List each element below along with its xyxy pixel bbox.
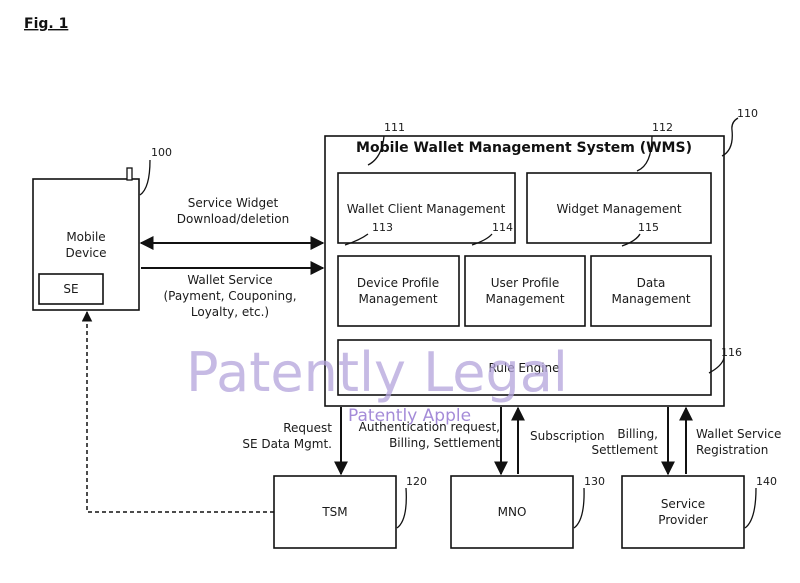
sp-billing-label-line2: Settlement <box>591 443 658 457</box>
device-profile-ref: 113 <box>372 221 393 234</box>
wallet-client-management-box: Wallet Client Management 111 <box>337 121 516 244</box>
mno-ref-leader <box>573 487 585 529</box>
data-management-ref: 115 <box>638 221 659 234</box>
se-label: SE <box>63 282 78 296</box>
device-profile-ref-leader <box>344 233 369 246</box>
user-profile-ref: 114 <box>492 221 513 234</box>
watermark-sub: Patently Apple <box>348 406 471 426</box>
service-provider-ref: 140 <box>756 475 777 488</box>
rule-engine-ref: 116 <box>721 346 742 359</box>
wallet-service-label-line3: Loyalty, etc.) <box>191 305 269 319</box>
tsm-ref-leader <box>396 487 407 529</box>
rule-engine-box: Rule Engine 116 <box>337 339 742 396</box>
mno-subscription-label: Subscription <box>530 429 605 443</box>
mno-box: MNO 130 <box>450 475 605 549</box>
device-profile-management-label-line2: Management <box>358 292 437 306</box>
wallet-service-label-line1: Wallet Service <box>187 273 272 287</box>
widget-management-label: Widget Management <box>556 202 681 216</box>
device-profile-management-box: Device Profile Management 113 <box>337 221 460 327</box>
widget-download-label-line2: Download/deletion <box>177 212 289 226</box>
tsm-box: TSM 120 <box>273 475 427 549</box>
se-box <box>38 273 104 305</box>
sp-registration-label-line1: Wallet Service <box>696 427 781 441</box>
tsm-label: TSM <box>321 505 347 519</box>
mno-label: MNO <box>498 505 527 519</box>
tsm-request-label-line2: SE Data Mgmt. <box>242 437 332 451</box>
user-profile-management-box: User Profile Management 114 <box>464 221 586 327</box>
service-provider-label-line1: Service <box>661 497 705 511</box>
widget-management-box: Widget Management 112 <box>526 121 712 244</box>
service-provider-box: Service Provider 140 <box>621 475 777 549</box>
rule-engine-outline <box>337 339 712 396</box>
widget-ref: 112 <box>652 121 673 134</box>
data-management-ref-leader <box>621 233 641 247</box>
mno-ref: 130 <box>584 475 605 488</box>
sp-registration-label-line2: Registration <box>696 443 768 457</box>
device-profile-management-outline <box>337 255 460 327</box>
wallet-client-management-outline <box>337 172 516 244</box>
rule-engine-ref-leader <box>708 357 725 374</box>
device-profile-management-label-line1: Device Profile <box>357 276 439 290</box>
tsm-request-label-line1: Request <box>283 421 332 435</box>
service-provider-label-line2: Provider <box>658 513 707 527</box>
figure-label: Fig. 1 <box>24 16 68 32</box>
data-management-label-line2: Management <box>611 292 690 306</box>
widget-download-label-line1: Service Widget <box>188 196 279 210</box>
rule-engine-label: Rule Engine <box>488 361 559 375</box>
wms-ref: 110 <box>737 107 758 120</box>
wms-title: Mobile Wallet Management System (WMS) <box>356 140 692 156</box>
data-management-outline <box>590 255 712 327</box>
mno-auth-label-line1: Authentication request, <box>359 420 500 434</box>
mobile-device-label-line1: Mobile <box>66 230 105 244</box>
mobile-device-ref: 100 <box>151 146 172 159</box>
user-profile-management-label-line1: User Profile <box>491 276 559 290</box>
data-management-box: Data Management 115 <box>590 221 712 327</box>
user-profile-ref-leader <box>471 233 493 246</box>
mno-outline <box>450 475 574 549</box>
wallet-client-management-label: Wallet Client Management <box>347 202 506 216</box>
user-profile-management-label-line2: Management <box>485 292 564 306</box>
wallet-service-label-line2: (Payment, Couponing, <box>163 289 296 303</box>
user-profile-management-outline <box>464 255 586 327</box>
widget-management-outline <box>526 172 712 244</box>
data-management-label-line1: Data <box>637 276 666 290</box>
wallet-client-ref: 111 <box>384 121 405 134</box>
mno-auth-label-line2: Billing, Settlement <box>389 436 500 450</box>
widget-ref-leader <box>636 135 653 172</box>
service-provider-ref-leader <box>744 487 757 529</box>
mobile-device-label-line2: Device <box>65 246 106 260</box>
watermark-main: Patently Legal <box>186 341 568 404</box>
mobile-device-ref-leader <box>139 159 151 196</box>
antenna-icon <box>126 167 133 181</box>
tsm-outline <box>273 475 397 549</box>
wallet-client-ref-leader <box>367 135 385 166</box>
tsm-ref: 120 <box>406 475 427 488</box>
sp-billing-label-line1: Billing, <box>617 427 658 441</box>
service-provider-outline <box>621 475 745 549</box>
wms-ref-leader <box>721 117 739 157</box>
mobile-device-box: Mobile Device SE 100 <box>32 146 172 311</box>
